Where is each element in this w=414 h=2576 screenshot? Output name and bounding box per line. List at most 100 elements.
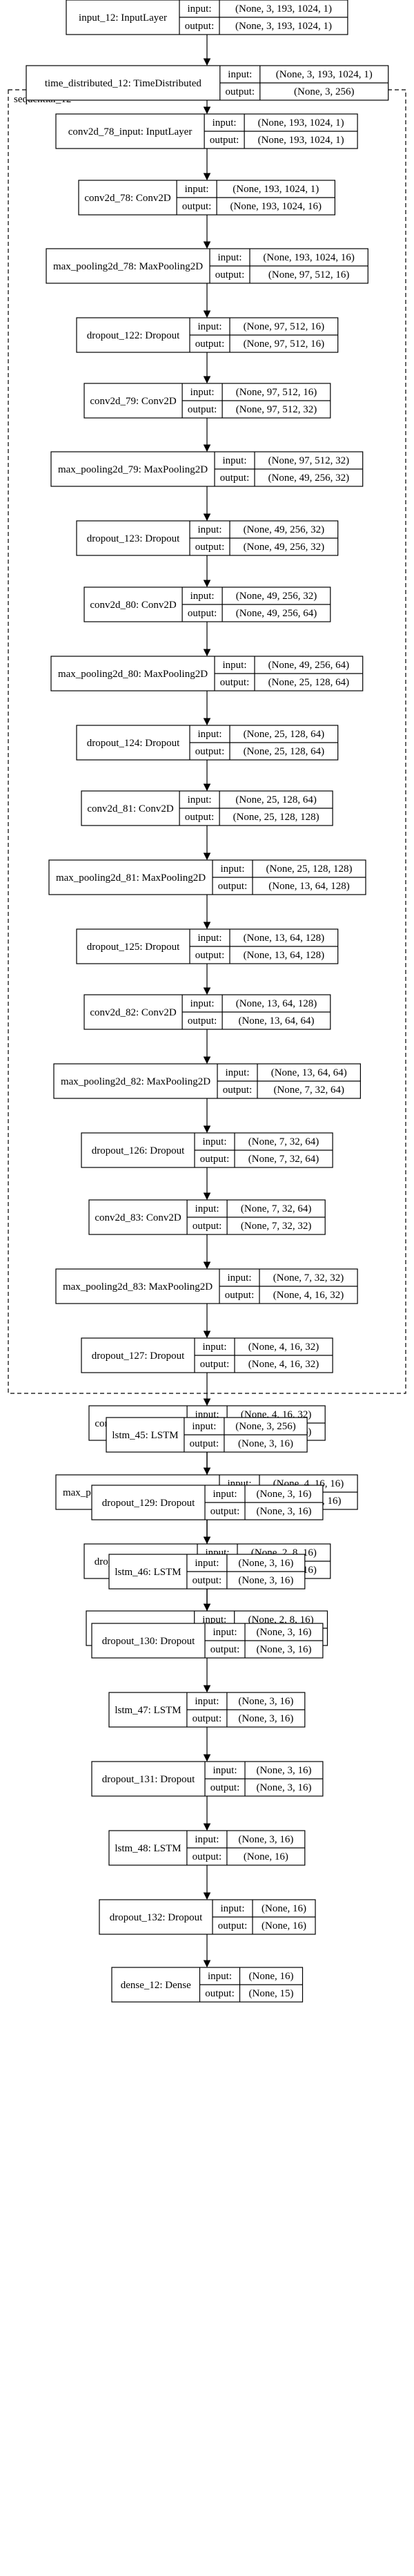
- output-label: output:: [225, 1290, 255, 1301]
- layer-node: max_pooling2d_81: MaxPooling2Dinput:outp…: [48, 859, 366, 895]
- output-label: output:: [195, 746, 225, 757]
- output-shape: (None, 193, 1024, 1): [258, 135, 344, 146]
- input-label: input:: [197, 524, 221, 535]
- layer-node: time_distributed_12: TimeDistributedinpu…: [26, 65, 389, 101]
- layer-name: dropout_131: Dropout: [102, 1774, 195, 1785]
- output-label: output:: [188, 404, 217, 415]
- input-shape: (None, 49, 256, 64): [268, 660, 349, 671]
- input-shape: (None, 193, 1024, 1): [233, 184, 319, 195]
- input-shape: (None, 4, 16, 32): [248, 1342, 319, 1353]
- output-label: output:: [190, 1438, 219, 1449]
- output-label: output:: [200, 1359, 230, 1370]
- output-shape: (None, 97, 512, 16): [268, 269, 349, 280]
- output-label: output:: [193, 1575, 222, 1586]
- output-label: output:: [220, 677, 250, 688]
- layer-node: dropout_122: Dropoutinput:output:(None, …: [76, 317, 339, 353]
- input-label: input:: [195, 1558, 219, 1569]
- input-label: input:: [220, 1903, 244, 1914]
- layer-name: dropout_125: Dropout: [87, 942, 180, 953]
- layer-node: max_pooling2d_83: MaxPooling2Dinput:outp…: [55, 1268, 358, 1304]
- input-label: input:: [195, 1696, 219, 1707]
- output-shape: (None, 7, 32, 64): [273, 1085, 344, 1096]
- layer-name: max_pooling2d_78: MaxPooling2D: [53, 261, 203, 272]
- input-shape: (None, 2, 8, 16): [248, 1614, 314, 1625]
- output-label: output:: [210, 135, 239, 146]
- layer-name: lstm_48: LSTM: [115, 1843, 181, 1854]
- input-label: input:: [187, 3, 211, 15]
- output-shape: (None, 13, 64, 128): [268, 881, 349, 892]
- output-shape: (None, 193, 1024, 16): [230, 201, 322, 212]
- output-shape: (None, 97, 512, 32): [236, 404, 317, 415]
- output-label: output:: [210, 1644, 240, 1655]
- output-shape: (None, 16): [244, 1851, 288, 1862]
- input-label: input:: [185, 184, 209, 195]
- output-label: output:: [218, 1920, 248, 1931]
- output-label: output:: [193, 1221, 222, 1232]
- layer-name: dense_12: Dense: [121, 1980, 191, 1991]
- input-shape: (None, 7, 32, 64): [248, 1136, 319, 1147]
- input-label: input:: [197, 933, 221, 944]
- output-shape: (None, 3, 16): [238, 1713, 293, 1724]
- input-label: input:: [213, 1489, 237, 1500]
- input-shape: (None, 13, 64, 128): [244, 933, 324, 944]
- layer-name: max_pooling2d_83: MaxPooling2D: [63, 1281, 213, 1292]
- input-label: input:: [202, 1136, 226, 1147]
- layer-node: dropout_129: Dropoutinput:output:(None, …: [91, 1485, 324, 1520]
- input-label: input:: [222, 455, 246, 466]
- input-shape: (None, 7, 32, 32): [273, 1272, 344, 1284]
- input-label: input:: [213, 1627, 237, 1638]
- layer-name: conv2d_81: Conv2D: [87, 803, 174, 814]
- layer-name: max_pooling2d_82: MaxPooling2D: [61, 1076, 210, 1087]
- nodes: input_12: InputLayerinput:output:(None, …: [26, 0, 389, 2003]
- input-shape: (None, 3, 16): [256, 1627, 311, 1638]
- output-shape: (None, 3, 16): [256, 1782, 311, 1793]
- layer-name: conv2d_82: Conv2D: [90, 1007, 177, 1018]
- input-label: input:: [190, 591, 215, 602]
- input-shape: (None, 3, 16): [238, 1834, 293, 1845]
- output-shape: (None, 3, 256): [294, 86, 354, 97]
- output-shape: (None, 49, 256, 32): [244, 542, 324, 553]
- input-label: input:: [188, 794, 212, 805]
- input-label: input:: [213, 117, 237, 128]
- output-shape: (None, 15): [249, 1988, 294, 1999]
- output-shape: (None, 3, 16): [256, 1644, 311, 1655]
- output-shape: (None, 16): [262, 1920, 306, 1931]
- input-shape: (None, 97, 512, 16): [244, 321, 324, 332]
- layer-node: dropout_125: Dropoutinput:output:(None, …: [76, 928, 339, 964]
- layer-name: conv2d_83: Conv2D: [95, 1212, 181, 1223]
- output-label: output:: [210, 1506, 240, 1517]
- output-shape: (None, 97, 512, 16): [244, 338, 324, 350]
- layer-node: max_pooling2d_80: MaxPooling2Dinput:outp…: [50, 656, 364, 691]
- input-label: input:: [202, 1342, 226, 1353]
- output-shape: (None, 3, 193, 1024, 1): [235, 21, 332, 32]
- input-shape: (None, 25, 128, 64): [235, 794, 316, 805]
- layer-node: dropout_131: Dropoutinput:output:(None, …: [91, 1761, 324, 1797]
- output-shape: (None, 25, 128, 64): [268, 677, 349, 688]
- input-shape: (None, 16): [249, 1971, 294, 1982]
- layer-name: conv2d_78: Conv2D: [84, 193, 171, 204]
- output-shape: (None, 4, 16, 32): [273, 1290, 344, 1301]
- input-label: input:: [228, 69, 252, 80]
- output-label: output:: [218, 881, 248, 892]
- layer-name: lstm_45: LSTM: [112, 1430, 178, 1441]
- output-label: output:: [188, 1015, 217, 1027]
- layer-node: max_pooling2d_78: MaxPooling2Dinput:outp…: [46, 248, 368, 284]
- layer-name: max_pooling2d_81: MaxPooling2D: [56, 872, 206, 884]
- output-shape: (None, 49, 256, 32): [268, 473, 349, 484]
- output-label: output:: [193, 1851, 222, 1862]
- layer-name: dropout_124: Dropout: [87, 738, 180, 749]
- input-shape: (None, 3, 193, 1024, 1): [235, 3, 332, 15]
- layer-name: lstm_47: LSTM: [115, 1705, 181, 1716]
- layer-name: dropout_132: Dropout: [110, 1912, 203, 1923]
- input-shape: (None, 25, 128, 64): [244, 729, 324, 740]
- input-label: input:: [202, 1614, 226, 1625]
